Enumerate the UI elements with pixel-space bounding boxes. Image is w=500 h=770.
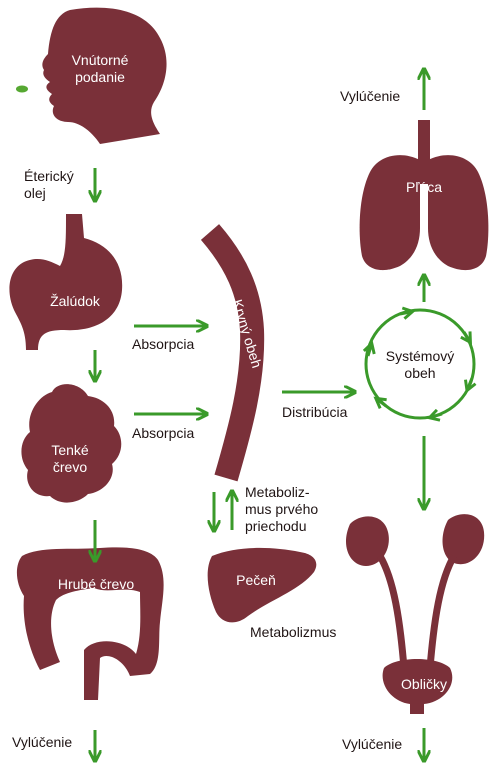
stomach-label: Žalúdok (50, 293, 100, 309)
first-pass-label: Metaboliz-mus prvého priechodu (245, 484, 319, 534)
kidneys-label: Obličky (401, 676, 447, 692)
capsule-icon (16, 85, 28, 93)
liver-label: Pečeň (236, 572, 276, 588)
head-label: Vnútorné podanie (71, 52, 129, 85)
absorption-label-2: Absorpcia (132, 425, 195, 441)
large-intestine-label: Hrubé črevo (57, 576, 135, 592)
stomach-silhouette (9, 214, 123, 350)
small-intestine-silhouette (21, 384, 122, 503)
intestine-excretion-label: Vylúčenie (12, 734, 73, 750)
kidneys-excretion-label: Vylúčenie (342, 736, 403, 752)
absorption-label-1: Absorpcia (132, 336, 195, 352)
small-intestine-label: Tenké črevo (51, 442, 89, 475)
kidneys-silhouette (345, 514, 485, 714)
systemic-label: Systémový obeh (385, 348, 455, 381)
lungs-label: Pľúca (406, 179, 442, 195)
lungs-excretion-label: Vylúčenie (340, 88, 401, 104)
liver-silhouette (207, 547, 317, 623)
flow-arrows (95, 70, 424, 760)
large-intestine-silhouette (16, 547, 164, 700)
blood-vessel-band (200, 224, 265, 482)
essential-oil-label: Éterický olej (24, 168, 74, 201)
systemic-circulation-ring (366, 310, 474, 418)
head-silhouette (16, 7, 167, 144)
lungs-silhouette (359, 120, 489, 271)
distribution-label: Distribúcia (282, 404, 348, 420)
metabolism-label: Metabolizmus (250, 624, 337, 640)
